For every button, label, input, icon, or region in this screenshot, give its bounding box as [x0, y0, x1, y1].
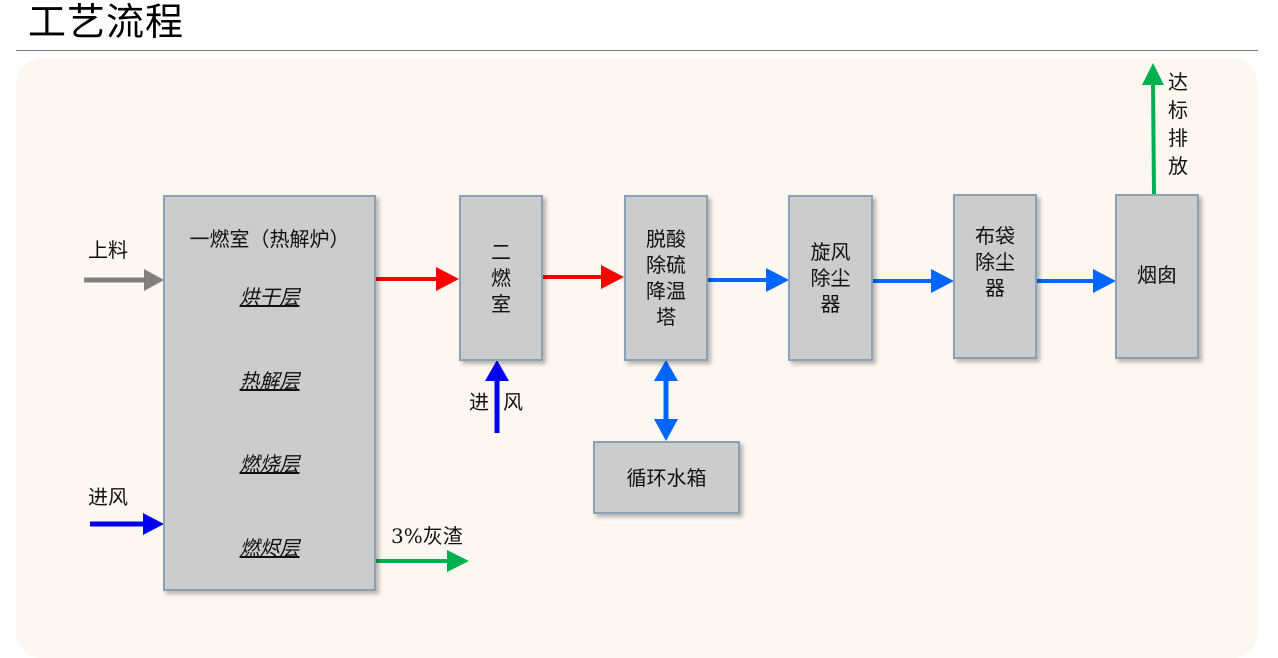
flue-gas-arrow-1	[707, 268, 789, 292]
secondary-air-label-left: 进	[469, 390, 489, 414]
cyclone-separator[interactable]: 旋风 除尘 器	[788, 195, 873, 361]
chimney-label: 烟囱	[1137, 262, 1177, 287]
label-line: 器	[820, 292, 841, 316]
water-tank[interactable]: 循环水箱	[593, 441, 740, 514]
label-line: 除硫	[646, 253, 686, 277]
chimney[interactable]: 烟囱	[1115, 194, 1199, 359]
label-line: 除尘	[810, 266, 851, 290]
emission-label: 达 标 排 放	[1168, 68, 1192, 180]
cyclone-label: 旋风 除尘 器	[811, 239, 851, 317]
label-line: 脱酸	[646, 227, 686, 251]
water-tank-label: 循环水箱	[626, 465, 707, 490]
label-line: 器	[985, 275, 1005, 300]
label-line: 布袋	[975, 223, 1015, 248]
label-line: 放	[1168, 154, 1188, 178]
feed-label: 上料	[88, 238, 128, 262]
flue-gas-arrow-2	[872, 269, 954, 293]
label-line: 除尘	[975, 249, 1015, 274]
label-line: 旋风	[810, 240, 851, 264]
primary-air-arrow	[90, 513, 164, 535]
layer-combustion: 燃烧层	[239, 452, 300, 476]
label-line: 达	[1168, 70, 1188, 94]
layer-drying: 烘干层	[239, 285, 300, 309]
feed-arrow	[84, 269, 164, 291]
primary-chamber-title: 一燃室（热解炉）	[189, 227, 350, 251]
label-line: 排	[1168, 126, 1188, 150]
water-loop-arrow	[654, 360, 678, 441]
layer-pyrolysis: 热解层	[239, 369, 300, 393]
deacid-tower[interactable]: 脱酸 除硫 降温 塔	[624, 195, 708, 361]
flue-gas-arrow-3	[1034, 269, 1116, 293]
ash-label: 3%灰渣	[391, 524, 463, 548]
page-title: 工艺流程	[28, 0, 185, 44]
primary-chamber[interactable]: 一燃室（热解炉） 烘干层 热解层 燃烧层 燃烬层	[163, 195, 376, 591]
secondary-chamber-label: 二 燃 室	[491, 239, 511, 317]
layer-burnout: 燃烬层	[239, 536, 300, 560]
label-line: 室	[491, 292, 511, 316]
bag-filter-label: 布袋 除尘 器	[975, 223, 1015, 301]
bag-filter[interactable]: 布袋 除尘 器	[953, 194, 1037, 359]
hot-gas-arrow-2	[543, 265, 624, 289]
label-line: 燃	[491, 266, 511, 290]
flow-arrows	[84, 63, 1164, 572]
emission-arrow	[1142, 63, 1164, 195]
secondary-air-arrow	[485, 360, 509, 433]
hot-gas-arrow-1	[375, 267, 459, 291]
deacid-tower-label: 脱酸 除硫 降温 塔	[646, 226, 686, 330]
label-line: 二	[491, 240, 511, 264]
secondary-chamber[interactable]: 二 燃 室	[459, 195, 543, 361]
primary-air-label: 进风	[88, 485, 128, 509]
ash-output-arrow	[375, 550, 469, 572]
label-line: 降温	[646, 279, 686, 303]
secondary-air-label-right: 风	[503, 390, 523, 414]
title-divider	[16, 50, 1258, 51]
label-line: 标	[1168, 98, 1188, 122]
label-line: 塔	[656, 305, 676, 329]
